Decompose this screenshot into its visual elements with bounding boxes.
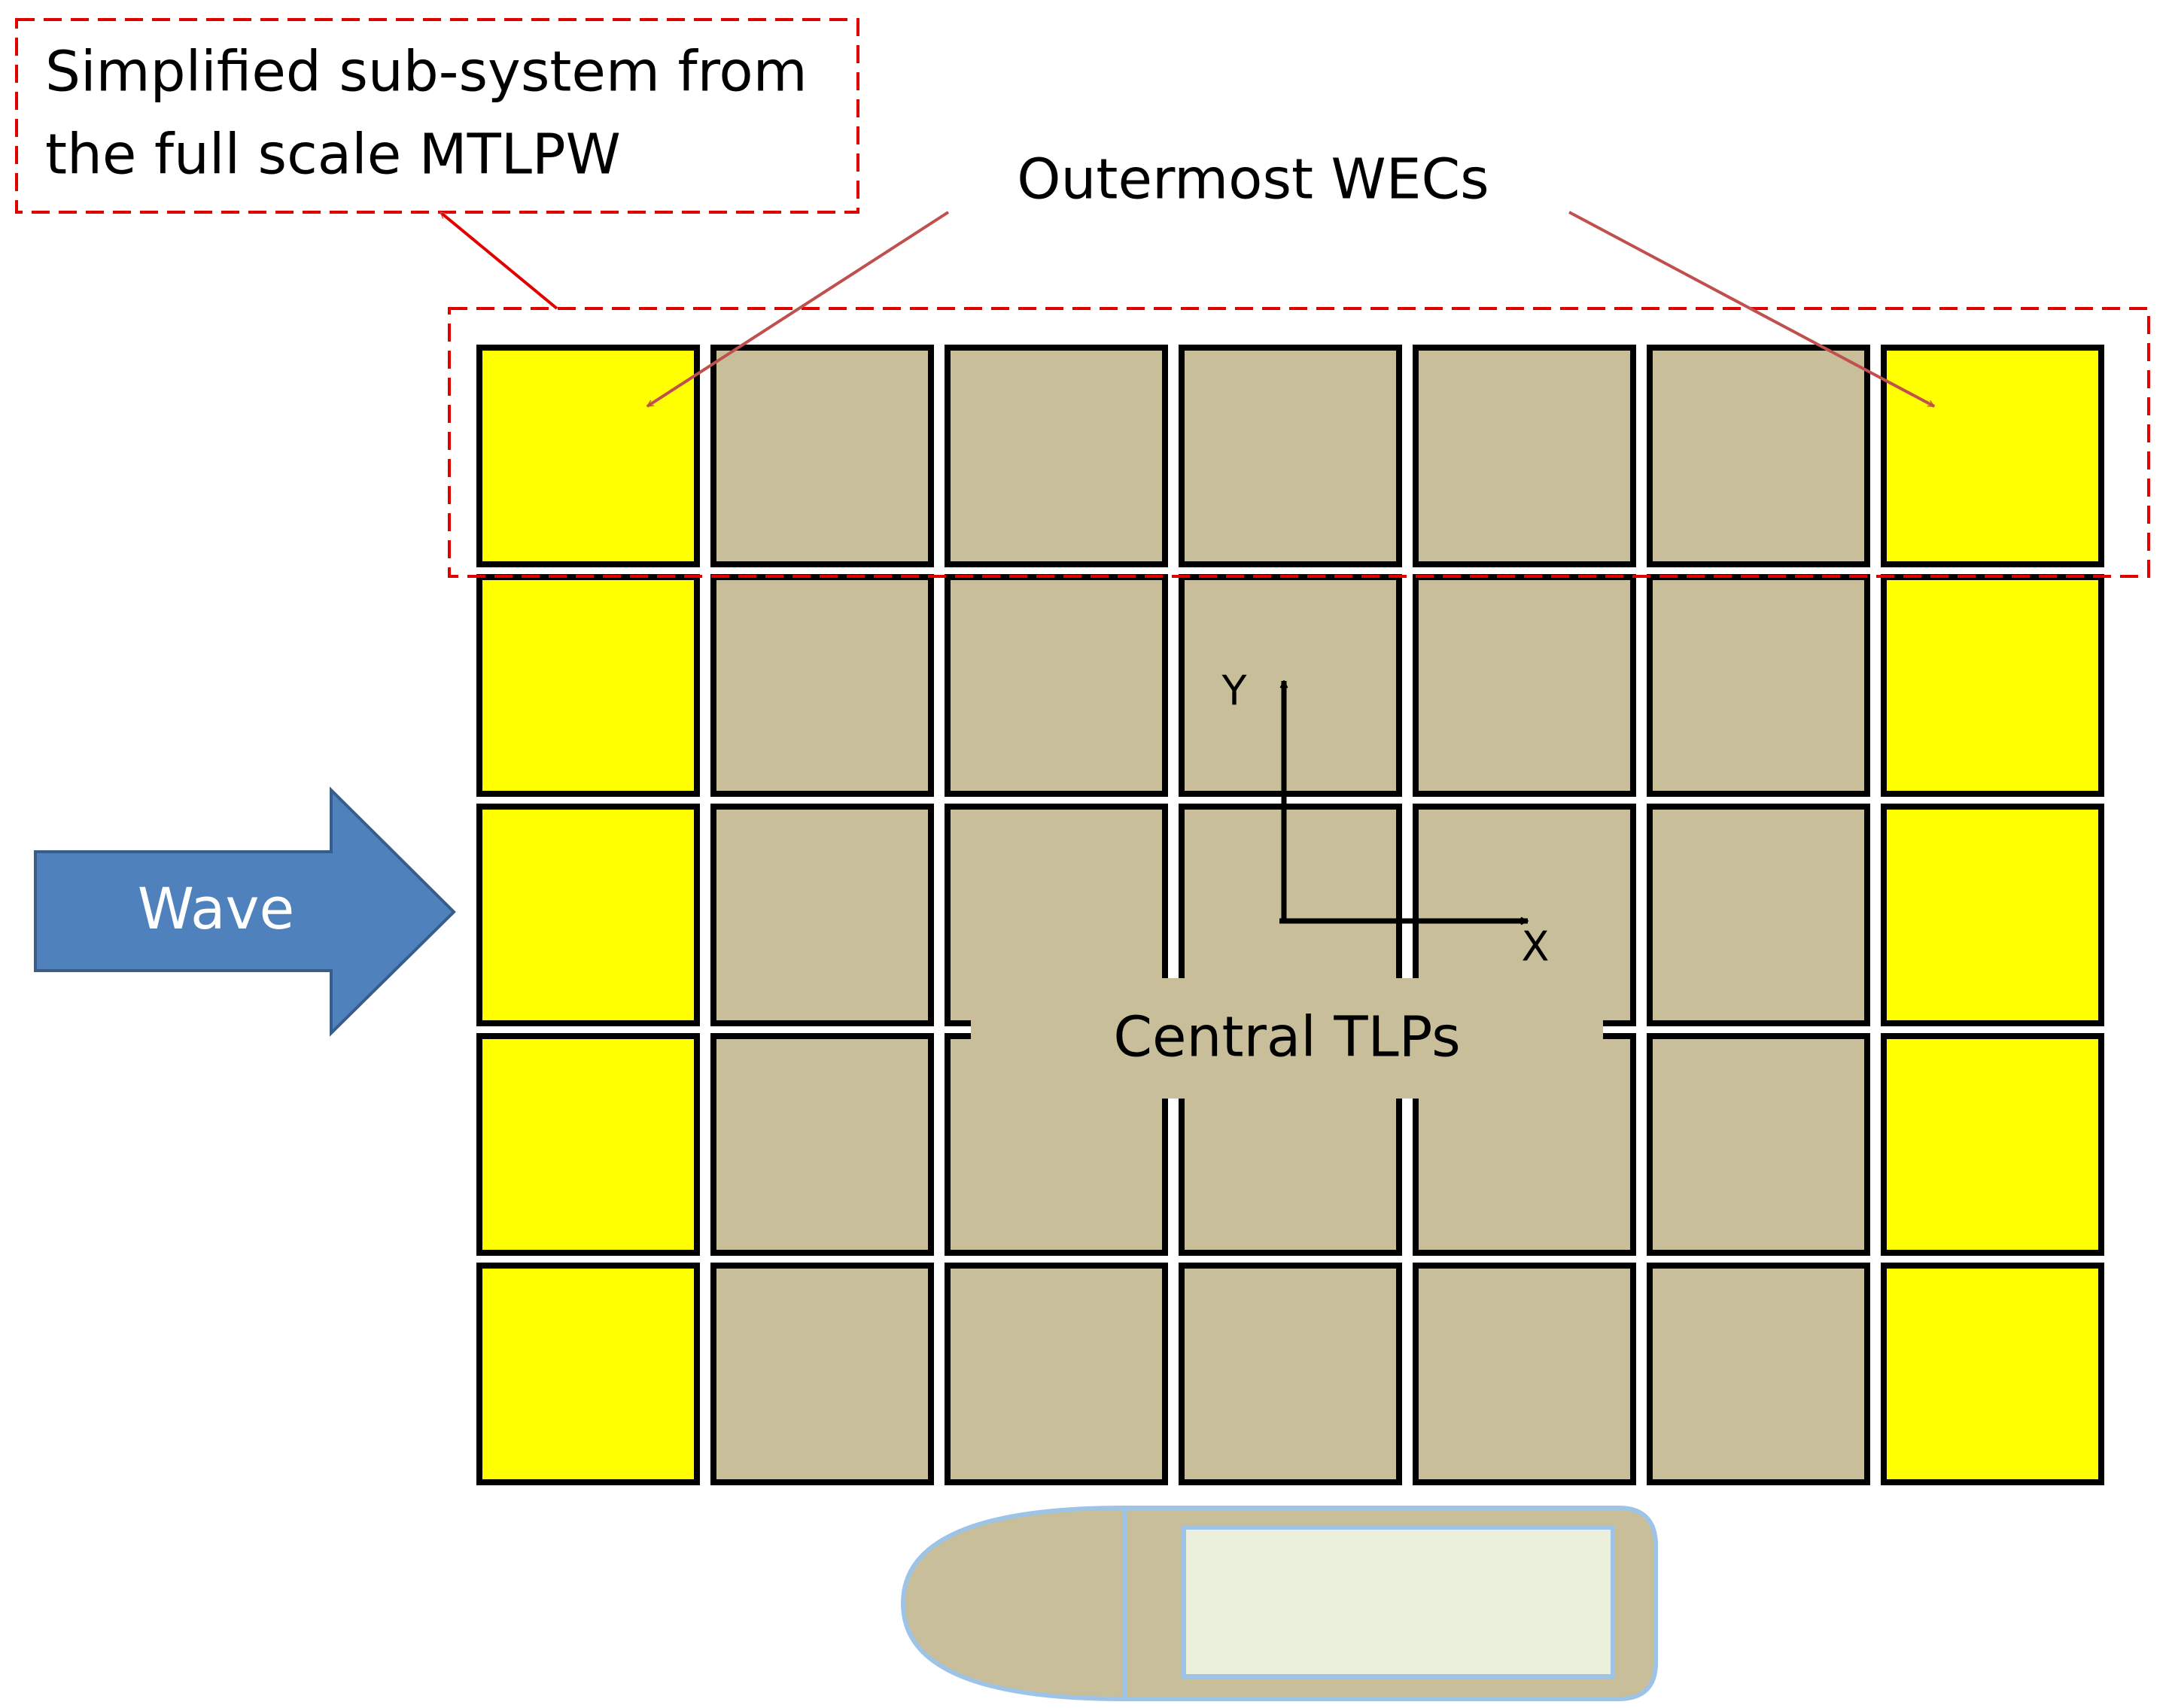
ship-deck (1182, 1525, 1615, 1679)
tlp-cell (1413, 574, 1636, 797)
tlp-cell (1647, 804, 1870, 1026)
wave-arrow (34, 786, 456, 1037)
tlp-cell (945, 574, 1168, 797)
wec-cell (476, 345, 700, 567)
outermost-wecs-arrow-right (1568, 211, 1934, 408)
outermost-wecs-arrow-left (647, 211, 950, 408)
tlp-cell (945, 1263, 1168, 1485)
tlp-cell (1413, 1263, 1636, 1485)
tlp-cell (945, 345, 1168, 567)
wec-cell (1881, 1263, 2104, 1485)
tlp-cell (1179, 1263, 1402, 1485)
tlp-cell (710, 345, 934, 567)
tlp-cell (1647, 1263, 1870, 1485)
central-tlps-label-backdrop (971, 978, 1603, 1099)
wave-label: Wave (138, 875, 295, 942)
tlp-cell (1647, 574, 1870, 797)
subsystem-label-line2: the full scale MTLPW (45, 123, 621, 187)
tlp-cell (710, 574, 934, 797)
wec-cell (476, 574, 700, 797)
x-axis-label: X (1522, 923, 1550, 971)
outermost-wecs-label: Outermost WECs (1017, 147, 1489, 212)
subsystem-label-box (15, 18, 859, 214)
tlp-cell (710, 804, 934, 1026)
wec-cell (476, 1263, 700, 1485)
subsystem-label-line1: Simplified sub-system from (45, 40, 808, 105)
tlp-cell (1647, 1033, 1870, 1256)
tlp-cell (1647, 345, 1870, 567)
wec-cell (1881, 345, 2104, 567)
y-axis-label: Y (1221, 667, 1248, 715)
tlp-cell (1179, 345, 1402, 567)
central-tlps-label: Central TLPs (1113, 1005, 1460, 1070)
subsystem-dashed-box (448, 307, 2150, 578)
wec-cell (1881, 574, 2104, 797)
tlp-cell (710, 1033, 934, 1256)
tlp-cell (710, 1263, 934, 1485)
ship (900, 1506, 1658, 1701)
wec-cell (1881, 1033, 2104, 1256)
wec-cell (476, 804, 700, 1026)
tlp-cell (1179, 574, 1402, 797)
wec-cell (476, 1033, 700, 1256)
platform-grid (476, 345, 2104, 1485)
subsystem-callout-arrow (439, 211, 558, 310)
tlp-cell (1413, 345, 1636, 567)
wec-cell (1881, 804, 2104, 1026)
